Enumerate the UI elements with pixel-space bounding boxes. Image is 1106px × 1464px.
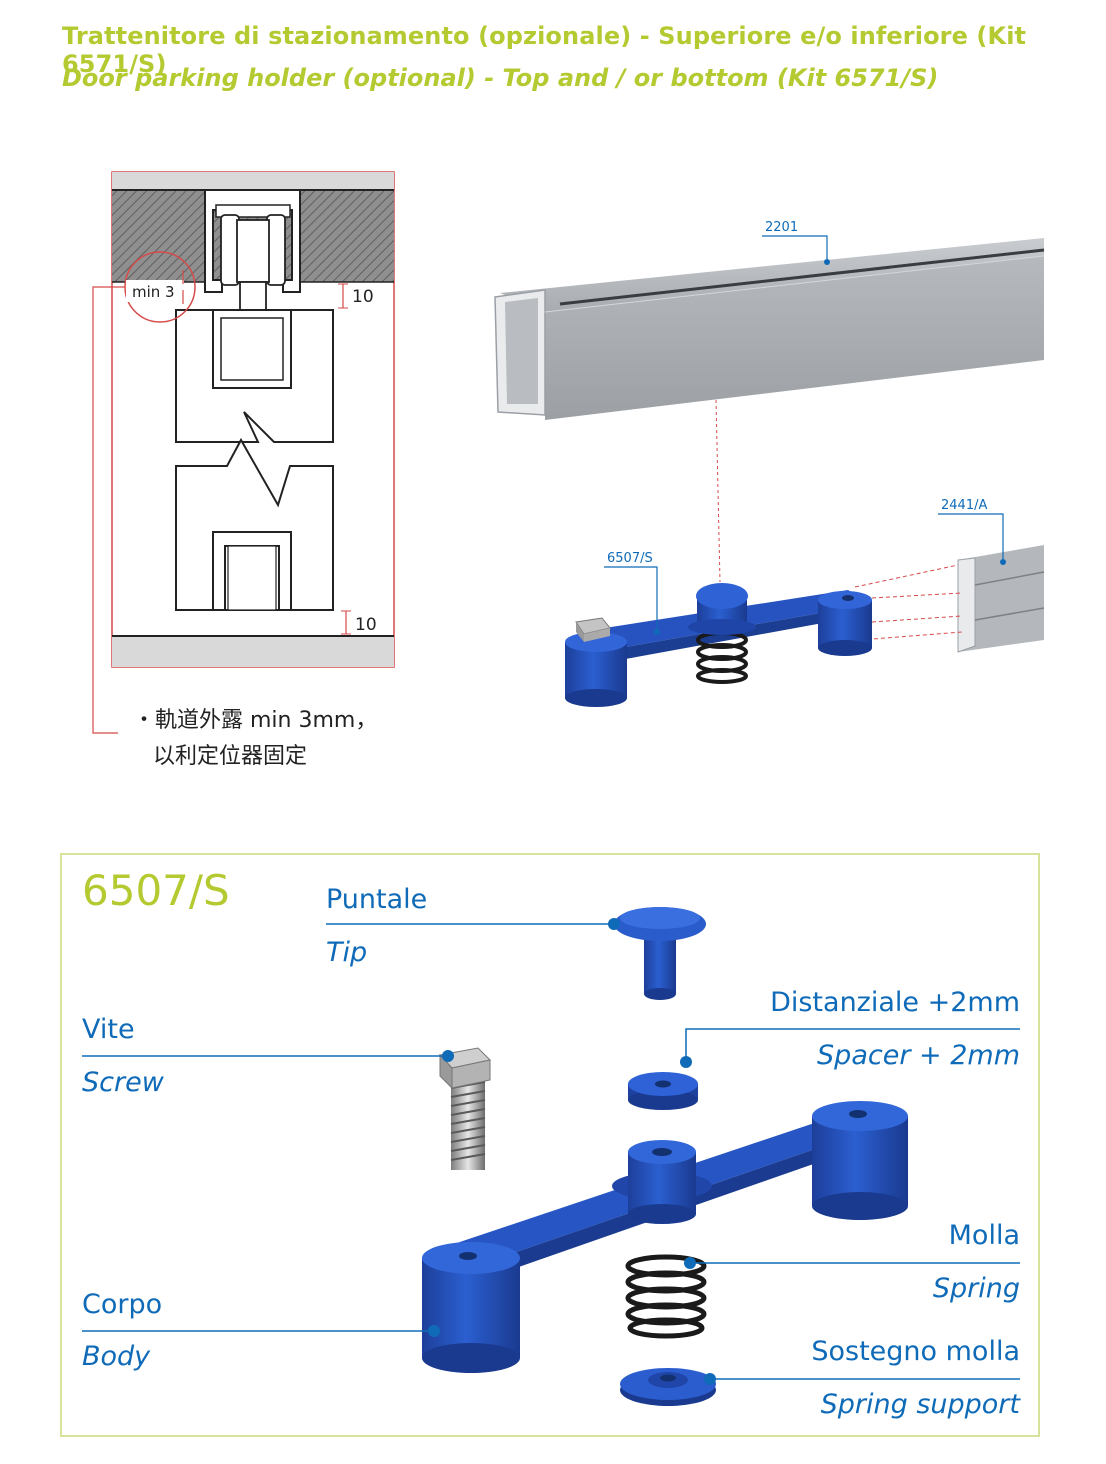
label-screw-it: Vite: [82, 1014, 135, 1045]
part-screw: [439, 1047, 492, 1170]
label-spring-en: Spring: [932, 1273, 1020, 1304]
label-tip-it: Puntale: [326, 884, 428, 915]
label-spring-support-it: Sostegno molla: [811, 1336, 1020, 1367]
label-body-it: Corpo: [82, 1289, 163, 1320]
part-spacer: [628, 1072, 698, 1110]
title-italian: Trattenitore di stazionamento (opzionale…: [62, 22, 1027, 78]
label-screw-en: Screw: [82, 1067, 164, 1098]
detail-label: min 3: [132, 283, 175, 301]
kit-code: 6507/S: [82, 866, 230, 915]
label-spacer-en: Spacer + 2mm: [817, 1040, 1020, 1071]
label-body-en: Body: [82, 1341, 151, 1372]
part-body: [422, 1101, 908, 1373]
kit-leader-lines: [82, 923, 1020, 1380]
label-spring-support-en: Spring support: [820, 1389, 1020, 1420]
holder-6507s-assembled: [565, 583, 872, 707]
label-spacer-it: Distanziale +2mm: [770, 987, 1020, 1018]
label-spring-it: Molla: [948, 1220, 1020, 1251]
note-line-2: 以利定位器固定: [153, 744, 308, 769]
label-tip-en: Tip: [326, 937, 368, 968]
section-view: [92, 171, 395, 734]
note-line-1: ・軌道外露 min 3mm，: [133, 708, 378, 733]
dimension-top: 10: [352, 287, 374, 307]
rail-2201: [494, 238, 1045, 420]
title-english: Door parking holder (optional) - Top and…: [62, 64, 939, 92]
part-tip: [614, 907, 706, 1000]
callout-rail: 2201: [765, 220, 798, 235]
callout-profile: 2441/A: [941, 498, 987, 513]
dimension-bottom: 10: [355, 615, 377, 635]
part-spring-support: [620, 1368, 716, 1406]
installation-note: ・軌道外露 min 3mm， 以利定位器固定: [133, 703, 377, 775]
kit-panel: [60, 853, 1040, 1437]
profile-2441a: [957, 545, 1045, 653]
part-spring: [625, 1254, 707, 1339]
callout-holder: 6507/S: [607, 551, 653, 566]
